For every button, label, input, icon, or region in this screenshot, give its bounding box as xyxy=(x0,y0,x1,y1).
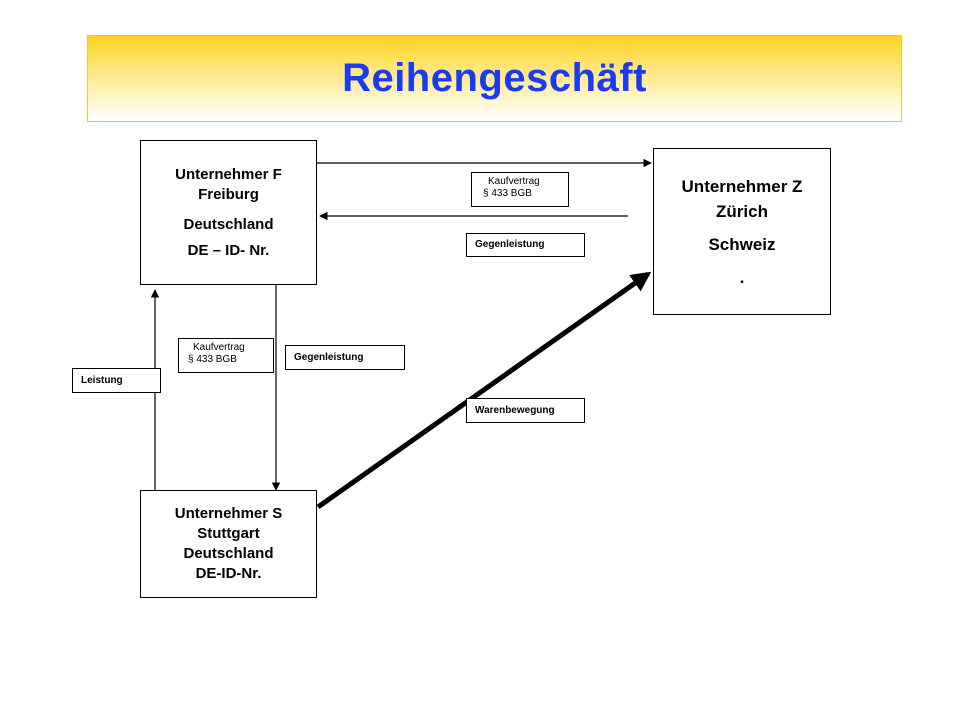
box-f-name: Unternehmer F xyxy=(175,165,282,183)
title-banner: Reihengeschäft xyxy=(87,35,902,122)
label-gegenleistung-fz-text: Gegenleistung xyxy=(475,239,545,250)
page-title: Reihengeschäft xyxy=(342,56,647,100)
label-kaufvertrag-fs-line2: § 433 BGB xyxy=(188,354,237,365)
box-z-city: Zürich xyxy=(716,201,768,221)
label-warenbewegung: Warenbewegung xyxy=(466,398,585,423)
box-unternehmer-s: Unternehmer S Stuttgart Deutschland DE-I… xyxy=(140,490,317,598)
box-z-name: Unternehmer Z xyxy=(681,176,803,196)
label-warenbewegung-text: Warenbewegung xyxy=(475,404,555,416)
label-leistung: Leistung xyxy=(72,368,161,393)
label-kaufvertrag-fz-line2: § 433 BGB xyxy=(483,188,532,199)
box-z-country: Schweiz xyxy=(708,234,776,254)
box-unternehmer-z: Unternehmer Z Zürich Schweiz . xyxy=(653,148,831,315)
box-f-id: DE – ID- Nr. xyxy=(187,241,270,259)
arrow-warenbewegung xyxy=(316,271,652,510)
label-kaufvertrag-fz-line1: Kaufvertrag xyxy=(488,176,540,187)
box-s-country: Deutschland xyxy=(183,545,274,562)
label-kaufvertrag-fs: Kaufvertrag § 433 BGB xyxy=(178,338,274,373)
box-s-id: DE-ID-Nr. xyxy=(195,565,262,582)
box-s-city: Stuttgart xyxy=(197,525,260,542)
label-kaufvertrag-fz: Kaufvertrag § 433 BGB xyxy=(471,172,569,207)
label-leistung-text: Leistung xyxy=(81,374,123,386)
box-s-name: Unternehmer S xyxy=(174,505,283,522)
box-z-dot: . xyxy=(739,267,745,287)
box-f-country: Deutschland xyxy=(183,215,274,233)
box-f-city: Freiburg xyxy=(198,185,259,203)
label-gegenleistung-fs: Gegenleistung xyxy=(285,345,405,370)
label-gegenleistung-fz: Gegenleistung xyxy=(466,233,585,257)
box-unternehmer-f: Unternehmer F Freiburg Deutschland DE – … xyxy=(140,140,317,285)
label-gegenleistung-fs-text: Gegenleistung xyxy=(294,351,364,363)
label-kaufvertrag-fs-line1: Kaufvertrag xyxy=(193,342,245,353)
